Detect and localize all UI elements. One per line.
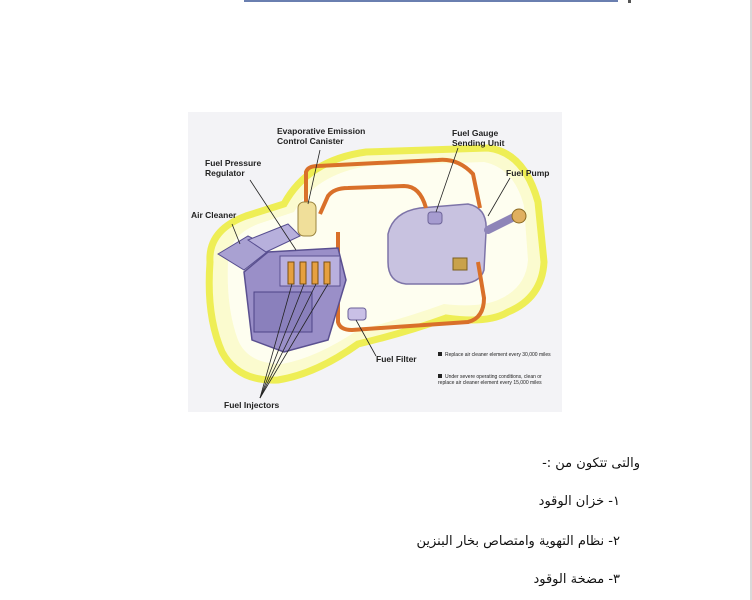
label-fuel-injectors: Fuel Injectors [224, 400, 280, 410]
label-fuel-filter: Fuel Filter [376, 354, 417, 364]
bullet-square [438, 374, 442, 378]
label-pressure-regulator: Fuel Pressure Regulator [205, 158, 262, 178]
filler-neck [484, 212, 520, 234]
injectors [287, 261, 331, 285]
list-item-2: ٢- نظام التهوية وامتصاص بخار البنزين [416, 534, 620, 549]
fuel-system-diagram: Evaporative Emission Control Canister Fu… [188, 112, 562, 412]
intro-line: والتى تتكون من :- [542, 456, 640, 471]
fuel-system-illustration [205, 144, 548, 399]
page-edge [750, 0, 752, 600]
gauge-unit [427, 211, 443, 225]
pump-unit [452, 257, 468, 271]
label-fuel-pump: Fuel Pump [506, 168, 550, 178]
maintenance-note-1: Replace air cleaner element every 30,000… [438, 352, 556, 358]
header-mark [628, 0, 631, 3]
fuel-filter [347, 307, 367, 321]
header-rule [244, 0, 618, 2]
fuel-line-bottom [336, 261, 487, 333]
leader-lines [231, 147, 511, 399]
air-intake-duct [246, 223, 301, 253]
evap-canister [297, 201, 317, 237]
label-fuel-gauge: Fuel Gauge Sending Unit [452, 128, 505, 148]
maintenance-note-2: Under severe operating conditions, clean… [438, 374, 542, 386]
bullet-square [438, 352, 442, 356]
list-item-1: ١- خزان الوقود [538, 494, 620, 509]
label-air-cleaner: Air Cleaner [191, 210, 237, 220]
filler-cap [511, 208, 527, 224]
fuel-line-vapor [318, 183, 428, 215]
fuel-line-top [304, 157, 482, 209]
label-evap-canister: Evaporative Emission Control Canister [277, 126, 366, 146]
list-item-3: ٣- مضخة الوقود [533, 572, 620, 587]
